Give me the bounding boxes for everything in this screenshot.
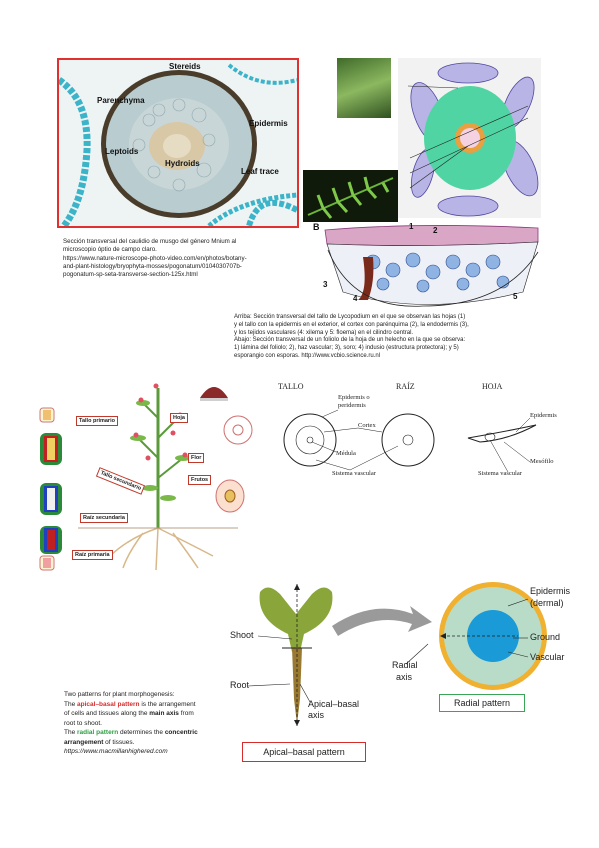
label-ground: Ground [530,632,561,642]
moss-caption: Sección transversal del caulidio de musg… [63,238,303,279]
lyco-caption-line: y los tejidos vasculares (4: xilema y 5:… [234,329,414,336]
label-sistema-vascular: Sistema vascular [332,470,376,477]
title-hoja: HOJA [482,382,503,391]
text-concentric: concentric [164,729,198,736]
tag-flor: Flor [188,453,205,463]
title-raiz: RAÍZ [396,382,415,391]
label-epidermis-radial: Epidermis [530,586,571,596]
tag-raiz-primaria: Raíz primaria [72,550,113,560]
panel-letter-b: B [313,222,320,232]
lyco-caption-line: 1) lámina del foliolo; 2), haz vascular;… [234,345,459,352]
fern-label-1: 1 [409,222,414,231]
pattern-text: Two patterns for plant morphogenesis: Th… [64,690,244,757]
label-leaf-trace: Leaf trace [241,167,279,176]
text-radial-pattern: radial pattern [77,729,119,736]
lyco-caption-line: y el tallo con la epidermis en el exteri… [234,321,469,328]
moss-caption-line: microscopio óptio de campo claro. [63,246,157,254]
text-fragment: The [64,729,78,736]
label-epidermis-o: Epidermis o [338,394,370,401]
pattern-text-title: Two patterns for plant morphogenesis: [64,691,175,698]
moss-caption-line: and-plant-histology/bryophyta-mosses/pog… [63,262,242,270]
label-apical-basal-axis-2: axis [308,710,325,720]
text-fragment: from [178,710,194,717]
title-tallo: TALLO [278,382,304,391]
label-stereids: Stereids [169,62,201,71]
fern-label-4: 4 [353,294,358,303]
tag-raiz-secundaria: Raíz secundaria [80,513,128,523]
label-cortex: Cortex [358,422,376,429]
label-radial-axis-2: axis [396,672,413,682]
fern-leaflet-section: B 1 2 3 4 5 [313,222,541,312]
text-fragment: of cells and tissues along the [64,710,150,717]
label-epidermis-hoja: Epidermis [530,412,557,419]
label-apical-basal-axis-1: Apical–basal [308,699,360,709]
lyco-caption-line: Arriba: Sección transversal del tallo de… [234,314,466,320]
label-epidermis: Epidermis [249,119,288,128]
label-hydroids: Hydroids [165,159,200,168]
moss-caption-line: pogonatum-sp-seta-transverse-section-125… [63,271,198,279]
text-apical-basal-pattern: apical–basal pattern [77,700,140,708]
text-fragment: The [64,700,78,708]
pattern-text-line: arrangement of tissues. [64,738,244,748]
pattern-source: https://www.macmillanhighered.com [64,748,168,755]
moss-caption-line: https://www.nature-microscope-photo-vide… [63,254,247,262]
fern-label-2: 2 [433,226,438,235]
tag-frutos: Frutos [188,475,212,485]
label-peridermis: peridermis [338,402,366,409]
tag-hoja: Hoja [170,413,188,423]
text-fragment: of tissues. [103,738,135,746]
pattern-text-line: root to shoot. [64,719,102,727]
label-parenchyma: Parenchyma [97,96,145,105]
fern-label-5: 5 [513,292,518,301]
lycopodium-section [398,58,541,218]
pattern-text-line: of cells and tissues along the main axis… [64,709,244,719]
label-leptoids: Leptoids [105,147,139,156]
label-root: Root [230,680,250,690]
moss-caption-line: Sección transversal del caulidio de musg… [63,238,237,245]
label-shoot: Shoot [230,630,254,640]
tag-tallo-primario: Tallo primario [76,416,118,426]
pattern-text-line: The radial pattern determines the concen… [64,728,244,738]
moss-micrograph: Stereids Parenchyma Epidermis Leptoids H… [57,58,299,228]
lycopodium-caption: Arriba: Sección transversal del tallo de… [234,314,564,361]
label-radial-axis-1: Radial [392,660,418,670]
lyco-caption-line: esporangio con esporas. http://www.vcbio… [234,352,381,359]
moss-section-image [59,60,297,226]
label-medula: Médula [336,450,356,457]
stem-cylinder-icons [39,407,62,571]
organ-diagrams: TALLO RAÍZ HOJA Epidermis o peridermis C… [268,380,568,480]
pattern-text-line: The apical–basal pattern is the arrangem… [64,700,244,710]
label-sistema-vascular-hoja: Sistema vascular [478,470,522,477]
text-fragment: is the arrangement [139,700,196,708]
fern-label-3: 3 [323,280,328,289]
label-dermal: (dermal) [530,598,564,608]
text-arrangement: arrangement [64,738,104,746]
plant-diagram: Tallo primario Tallo secundario Raíz sec… [38,378,278,573]
apical-basal-pattern-box: Apical–basal pattern [242,742,366,762]
text-fragment: determines the [118,729,165,736]
label-mesofilo: Mesófilo [530,458,554,465]
lyco-caption-line: Abajo: Sección transversal de un foliolo… [234,337,466,344]
fern-photo [303,170,398,222]
label-vascular: Vascular [530,652,565,662]
lycopodium-photo [337,58,391,118]
text-main-axis: main axis [149,710,179,717]
radial-pattern-box: Radial pattern [439,694,525,712]
pattern-diagram: Shoot Root Apical–basal axis Epidermis (… [228,574,571,774]
